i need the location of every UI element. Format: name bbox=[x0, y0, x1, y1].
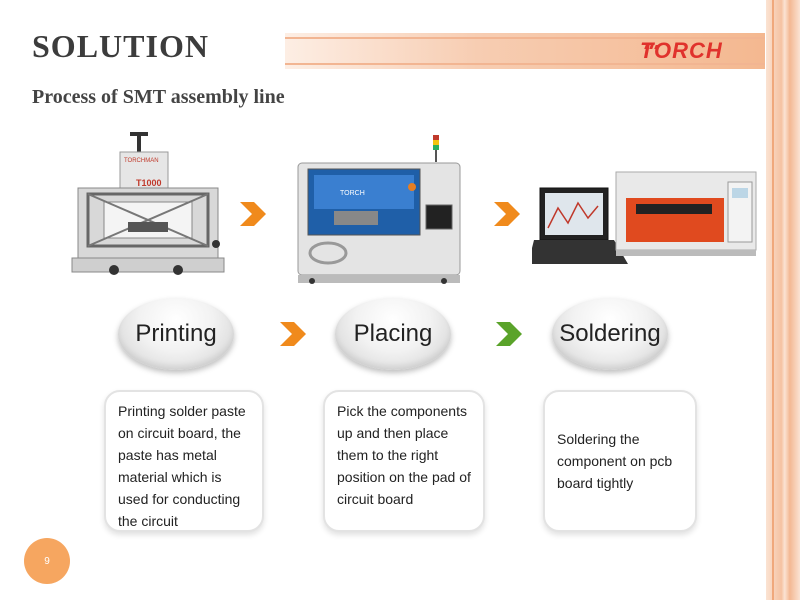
step-description-printing: Printing solder paste on circuit board, … bbox=[104, 390, 264, 532]
step-oval-placing: Placing bbox=[335, 298, 451, 370]
arrow-shape bbox=[496, 322, 522, 346]
reflow-oven-laptop-image bbox=[532, 171, 757, 264]
arrow-shape bbox=[280, 322, 306, 346]
arrow-right-icon bbox=[280, 322, 306, 346]
page-number-badge: 9 bbox=[24, 538, 70, 584]
step-label: Soldering bbox=[559, 320, 661, 347]
slide-decorative-border bbox=[766, 0, 800, 600]
arrow-shape bbox=[494, 202, 520, 226]
arrow-right-icon bbox=[494, 202, 520, 226]
step-label: Placing bbox=[353, 320, 433, 347]
step-description-placing: Pick the components up and then place th… bbox=[323, 390, 485, 532]
description-text: Pick the components up and then place th… bbox=[337, 403, 471, 507]
slide-subtitle: Process of SMT assembly line bbox=[32, 86, 285, 108]
step-description-soldering: Soldering the component on pcb board tig… bbox=[543, 390, 697, 532]
placer-brand-text: TORCH bbox=[340, 190, 365, 197]
arrow-right-icon bbox=[240, 202, 266, 226]
torch-logo: TORCH bbox=[640, 38, 723, 63]
step-oval-soldering: Soldering bbox=[552, 298, 668, 370]
step-oval-printing: Printing bbox=[118, 298, 234, 370]
stencil-printer-image: TORCHMAN T1000 bbox=[71, 132, 225, 275]
step-label: Printing bbox=[135, 320, 217, 347]
description-text: Printing solder paste on circuit board, … bbox=[118, 403, 246, 529]
slide-title: SOLUTION bbox=[32, 28, 209, 64]
pick-and-place-machine-image: TORCH bbox=[297, 135, 461, 284]
printer-brand-text: TORCHMAN bbox=[124, 158, 159, 164]
printer-model-text: T1000 bbox=[136, 178, 162, 188]
arrow-right-icon bbox=[496, 322, 522, 346]
title-banner bbox=[285, 33, 765, 69]
arrow-shape bbox=[240, 202, 266, 226]
description-text: Soldering the component on pcb board tig… bbox=[557, 431, 673, 491]
